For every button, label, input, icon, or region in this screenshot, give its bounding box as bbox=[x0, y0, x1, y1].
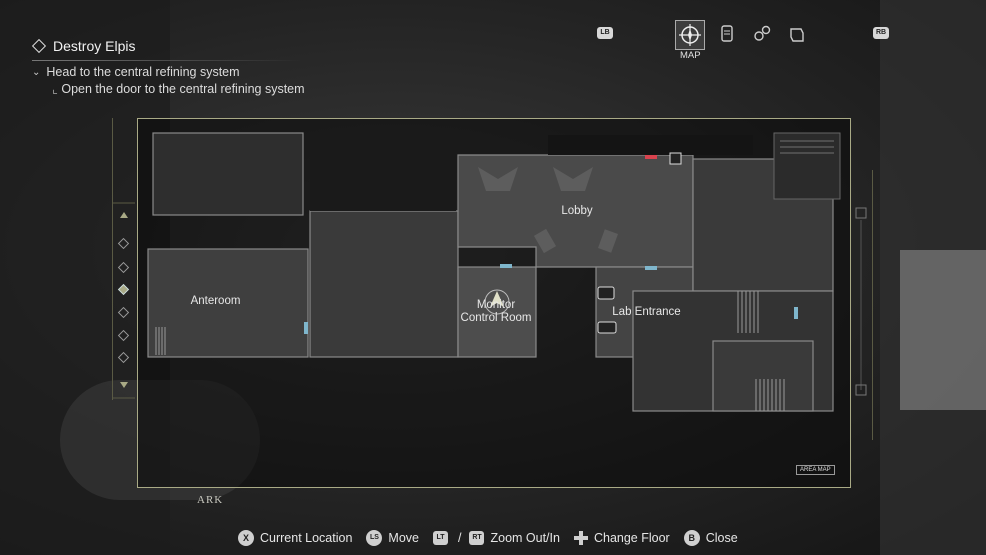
map-tab-label: MAP bbox=[680, 50, 701, 61]
map-layout bbox=[147, 132, 841, 412]
controls-bar: X Current Location LS Move LT / RT Zoom … bbox=[238, 530, 752, 546]
control-move[interactable]: LS Move bbox=[366, 530, 419, 546]
floor-label: ARK bbox=[197, 494, 224, 506]
control-change-floor[interactable]: Change Floor bbox=[573, 531, 670, 545]
room-label-anteroom: Anteroom bbox=[190, 295, 241, 307]
b-button-icon: B bbox=[683, 530, 700, 546]
floor-selector-graphic bbox=[113, 202, 135, 399]
scale-graphic bbox=[855, 207, 867, 396]
top-navigation: LB MAP RB bbox=[590, 18, 910, 68]
room-label-lobby: Lobby bbox=[561, 205, 593, 217]
lb-button[interactable]: LB bbox=[597, 27, 613, 39]
gear-icon bbox=[754, 25, 771, 41]
divider bbox=[32, 60, 302, 61]
door-monitor bbox=[500, 264, 512, 268]
locked-door bbox=[645, 155, 657, 159]
control-zoom[interactable]: LT / RT Zoom Out/In bbox=[433, 531, 560, 545]
dpad-icon bbox=[573, 531, 588, 545]
upgrades-tab[interactable] bbox=[748, 20, 776, 48]
files-tab[interactable] bbox=[713, 20, 741, 48]
lt-button-icon: LT bbox=[433, 531, 448, 545]
x-button-icon: X bbox=[238, 530, 254, 546]
objective-substep: ⌞ Open the door to the central refining … bbox=[52, 82, 305, 96]
branch-icon: ⌞ bbox=[52, 82, 58, 96]
left-stick-icon: LS bbox=[366, 530, 383, 546]
objective-panel: Destroy Elpis ⌄ Head to the central refi… bbox=[31, 38, 312, 96]
rt-button-icon: RT bbox=[469, 531, 485, 545]
floor-selector[interactable] bbox=[112, 118, 135, 400]
objective-title: Destroy Elpis bbox=[31, 38, 312, 54]
room-label-lab: Lab Entrance bbox=[612, 306, 681, 318]
inventory-icon bbox=[790, 28, 804, 42]
player-location-marker bbox=[484, 289, 510, 315]
objective-step: ⌄ Head to the central refining system bbox=[32, 65, 240, 79]
area-map-badge: AREA MAP bbox=[796, 465, 835, 475]
file-icon bbox=[721, 25, 733, 42]
room-anteroom bbox=[147, 248, 309, 358]
area-map[interactable]: Lobby Anteroom Monitor Control Room Lab … bbox=[137, 118, 851, 488]
rb-button[interactable]: RB bbox=[873, 27, 889, 39]
inventory-tab[interactable] bbox=[783, 20, 811, 48]
objective-diamond-icon bbox=[31, 38, 47, 54]
chevron-down-icon: ⌄ bbox=[32, 66, 41, 78]
map-icon bbox=[679, 24, 701, 46]
control-close[interactable]: B Close bbox=[683, 530, 738, 546]
map-side-scale bbox=[850, 170, 873, 440]
room-monitor-control bbox=[457, 266, 537, 358]
room-label-monitor: Monitor Control Room bbox=[460, 299, 532, 324]
control-current-location[interactable]: X Current Location bbox=[238, 530, 352, 546]
map-tab[interactable] bbox=[675, 20, 705, 50]
